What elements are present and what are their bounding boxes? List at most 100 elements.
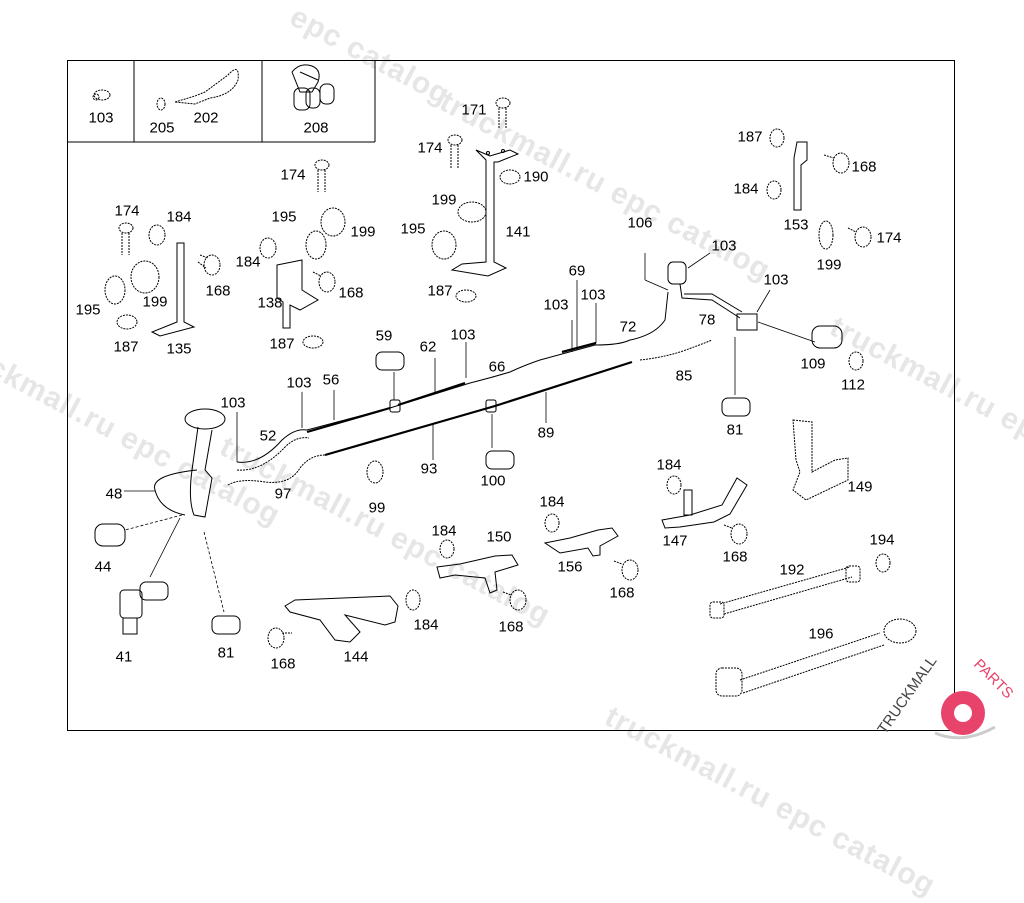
part-label: 171 bbox=[461, 101, 487, 119]
part-label: 196 bbox=[808, 625, 834, 643]
part-label: 135 bbox=[166, 340, 192, 358]
bolt-171 bbox=[495, 97, 511, 128]
part-label: 69 bbox=[568, 262, 586, 280]
part-label: 194 bbox=[869, 531, 895, 549]
part-label: 195 bbox=[271, 208, 297, 226]
cable-tie-icon bbox=[156, 69, 239, 111]
elbow-41 bbox=[119, 581, 169, 635]
pipe-upper bbox=[236, 291, 669, 471]
part-label: 103 bbox=[88, 109, 114, 127]
part-label: 103 bbox=[580, 286, 606, 304]
part-label: 93 bbox=[420, 460, 438, 478]
logo-text-main: TRUCKMALL bbox=[875, 655, 940, 737]
part-label: 62 bbox=[419, 338, 437, 356]
parts-diagram bbox=[67, 60, 917, 697]
part-label: 195 bbox=[400, 220, 426, 238]
part-label: 184 bbox=[235, 253, 261, 271]
part-label: 195 bbox=[75, 301, 101, 319]
part-label: 52 bbox=[259, 427, 277, 445]
part-label: 112 bbox=[841, 376, 865, 394]
bracket-153 bbox=[793, 141, 808, 211]
part-label: 184 bbox=[539, 493, 565, 511]
part-label: 149 bbox=[847, 478, 873, 496]
part-label: 187 bbox=[269, 335, 295, 353]
part-label: 168 bbox=[270, 655, 296, 673]
part-label: 100 bbox=[480, 472, 506, 490]
part-label: 168 bbox=[722, 548, 748, 566]
clip-icon bbox=[92, 89, 111, 101]
part-label: 187 bbox=[427, 282, 453, 300]
bolt-174 bbox=[118, 134, 463, 255]
bracket-135 bbox=[150, 242, 196, 337]
part-label: 78 bbox=[698, 311, 716, 329]
part-label: 187 bbox=[113, 338, 139, 356]
part-label: 184 bbox=[413, 616, 439, 634]
part-label: 190 bbox=[523, 168, 549, 186]
part-label: 103 bbox=[220, 394, 246, 412]
part-label: 199 bbox=[431, 191, 457, 209]
part-label: 106 bbox=[627, 214, 653, 232]
part-label: 89 bbox=[537, 424, 555, 442]
hose-192 bbox=[709, 553, 891, 619]
part-label: 184 bbox=[733, 180, 759, 198]
part-label: 103 bbox=[543, 296, 569, 314]
part-label: 153 bbox=[783, 216, 809, 234]
part-label: 184 bbox=[656, 456, 682, 474]
part-label: 208 bbox=[303, 119, 329, 137]
gear-icon bbox=[934, 691, 996, 740]
part-label: 199 bbox=[350, 223, 376, 241]
part-label: 99 bbox=[368, 499, 386, 517]
bracket-156 bbox=[543, 527, 619, 557]
clamp-icons bbox=[104, 201, 834, 305]
part-label: 168 bbox=[498, 618, 524, 636]
bracket-150 bbox=[436, 554, 519, 594]
part-label: 44 bbox=[94, 558, 112, 576]
part-label: 187 bbox=[737, 128, 763, 146]
part-label: 56 bbox=[322, 371, 340, 389]
part-label: 174 bbox=[280, 166, 306, 184]
part-label: 168 bbox=[338, 284, 364, 302]
oil-filler-48 bbox=[154, 408, 226, 518]
bracket-147 bbox=[661, 477, 748, 529]
grommet-icons bbox=[116, 128, 864, 611]
part-label: 174 bbox=[876, 229, 902, 247]
hose-196 bbox=[715, 618, 917, 697]
bracket-144 bbox=[284, 595, 399, 643]
bracket-138 bbox=[276, 259, 319, 329]
part-label: 138 bbox=[257, 294, 283, 312]
part-label: 192 bbox=[779, 561, 805, 579]
part-label: 103 bbox=[286, 374, 312, 392]
part-label: 184 bbox=[166, 208, 192, 226]
inset-box-frame bbox=[67, 60, 376, 143]
part-label: 81 bbox=[726, 421, 744, 439]
pipe-lower bbox=[227, 339, 713, 486]
part-label: 199 bbox=[816, 256, 842, 274]
part-label: 168 bbox=[609, 584, 635, 602]
diagram-frame bbox=[67, 60, 955, 731]
part-label: 81 bbox=[217, 644, 235, 662]
part-label: 184 bbox=[431, 522, 457, 540]
part-label: 150 bbox=[486, 528, 512, 546]
part-label: 144 bbox=[343, 648, 369, 666]
bracket-141 bbox=[450, 149, 520, 277]
part-label: 141 bbox=[505, 223, 531, 241]
bracket-149 bbox=[792, 419, 849, 501]
part-label: 66 bbox=[488, 358, 506, 376]
part-label: 156 bbox=[557, 558, 583, 576]
part-label: 174 bbox=[417, 139, 443, 157]
pressure-sensor bbox=[667, 261, 758, 331]
leader-lines bbox=[124, 252, 816, 613]
part-label: 103 bbox=[763, 271, 789, 289]
part-label: 174 bbox=[114, 202, 140, 220]
part-label: 147 bbox=[662, 532, 688, 550]
part-label: 202 bbox=[193, 109, 219, 127]
logo-text-accent: PARTS bbox=[970, 656, 1016, 702]
part-label: 41 bbox=[115, 648, 133, 666]
part-label: 109 bbox=[800, 355, 826, 373]
part-label: 97 bbox=[274, 485, 292, 503]
part-label: 59 bbox=[375, 327, 393, 345]
screw-icons bbox=[197, 152, 872, 649]
part-label: 205 bbox=[149, 119, 175, 137]
part-label: 103 bbox=[711, 237, 737, 255]
part-label: 85 bbox=[675, 367, 693, 385]
